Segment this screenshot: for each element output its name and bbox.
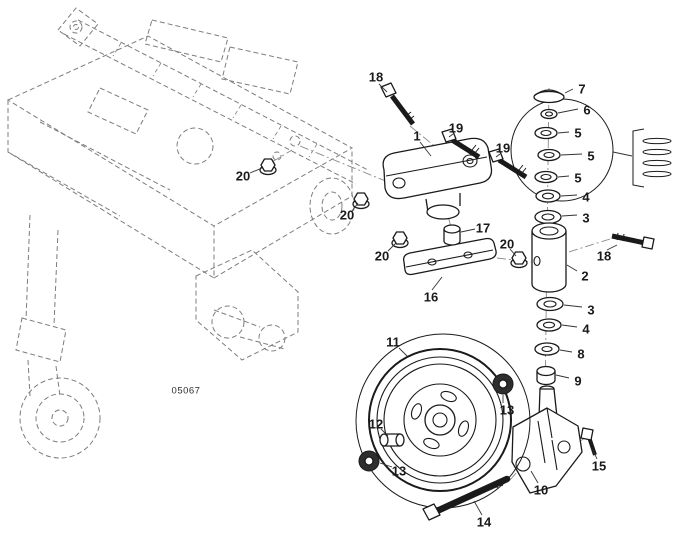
bearing-13-lower: [358, 450, 380, 472]
callout-19: 19: [495, 140, 511, 156]
callout-13: 13: [391, 463, 407, 479]
flange-nut-20c: [391, 231, 409, 249]
callout-20: 20: [499, 236, 515, 252]
callout-12: 12: [368, 416, 384, 432]
callout-11: 11: [386, 334, 400, 350]
callout-4: 4: [582, 321, 590, 337]
callout-14: 14: [476, 514, 492, 530]
washer-edge-view: [612, 128, 672, 188]
bolt-18-upper: [380, 82, 415, 126]
flange-nut-20d: [510, 251, 528, 269]
lower-hardware-stack: [534, 296, 564, 386]
detail-circle-washers: [510, 98, 614, 202]
bolt-15: [580, 427, 597, 456]
callout-8: 8: [577, 346, 585, 362]
caster-pivot-tube-part: [531, 222, 567, 293]
callout-13: 13: [499, 402, 515, 418]
bushing-12: [379, 433, 405, 447]
leader-lines: [249, 83, 618, 516]
axle-bolt-14: [422, 475, 511, 521]
callout-5: 5: [587, 148, 595, 164]
callout-20: 20: [235, 168, 251, 184]
callout-16: 16: [423, 289, 439, 305]
upper-hardware-stack: [510, 89, 614, 225]
callout-5: 5: [574, 125, 582, 141]
callout-20: 20: [339, 207, 355, 223]
callout-1: 1: [413, 128, 421, 144]
callout-17: 17: [475, 220, 491, 236]
callout-9: 9: [574, 373, 582, 389]
callout-18: 18: [596, 248, 612, 264]
caster-fork-part: [511, 385, 583, 494]
callout-19: 19: [448, 120, 464, 136]
callout-6: 6: [583, 102, 591, 118]
spacer-bar-part: [402, 237, 497, 276]
bushing-spacer-part: [443, 224, 461, 246]
bolt-19-left: [441, 128, 481, 160]
caster-pivot-arm-part: [382, 137, 493, 220]
bolt-18-right: [611, 232, 655, 250]
bolt-19-right: [488, 148, 528, 180]
caster-wheel-part: [368, 348, 512, 492]
callout-15: 15: [591, 458, 607, 474]
flange-nut-20b: [352, 192, 370, 210]
callout-5: 5: [574, 170, 582, 186]
callout-18: 18: [368, 69, 384, 85]
callout-2: 2: [581, 268, 589, 284]
bearing-13-upper: [492, 373, 514, 395]
callout-7: 7: [578, 81, 586, 97]
flange-nut-20a: [259, 158, 277, 176]
callout-20: 20: [374, 248, 390, 264]
callout-4: 4: [582, 189, 590, 205]
callout-3: 3: [582, 210, 590, 226]
figure-code: 05067: [171, 385, 201, 397]
callout-3: 3: [587, 302, 595, 318]
callout-10: 10: [533, 482, 549, 498]
